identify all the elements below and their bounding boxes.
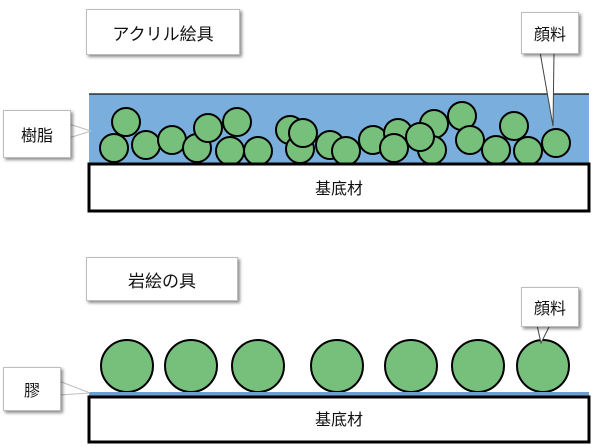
pigment-particle <box>384 339 438 393</box>
acrylic-pigment-particles <box>99 101 571 166</box>
pigment-particle <box>541 128 571 158</box>
substrate-bottom <box>87 395 591 444</box>
pigment-particle <box>379 133 409 163</box>
resin-label: 樹脂 <box>3 110 71 158</box>
pigment-particle <box>516 339 570 393</box>
pigment-particle <box>481 135 511 165</box>
glue-layer <box>89 392 589 398</box>
pigment-particle <box>131 130 161 160</box>
pigment-particle <box>111 107 141 137</box>
pigment-particle <box>513 136 543 166</box>
pigment-particle <box>455 125 485 155</box>
pigment-particle <box>499 111 529 141</box>
pigment-particle <box>310 339 364 393</box>
acrylic-paint-title: アクリル絵具 <box>86 9 240 55</box>
pigment-particle <box>222 107 252 137</box>
pigment-particle <box>215 136 245 166</box>
pigment-particle <box>231 339 285 393</box>
pigment-particle <box>100 339 154 393</box>
pigment-label-top: 顔料 <box>521 12 579 54</box>
pigment-particle <box>243 136 273 166</box>
pigment-particle <box>164 339 218 393</box>
mineral-paint-title: 岩絵の具 <box>86 257 238 301</box>
glue-label: 膠 <box>3 367 61 411</box>
pigment-particle <box>405 122 435 152</box>
pigment-particle <box>288 118 318 148</box>
glue-callout-pointer <box>58 380 91 396</box>
substrate-top <box>87 162 591 213</box>
pigment-label-bottom: 顔料 <box>521 287 579 327</box>
resin-callout-pointer <box>68 123 93 139</box>
pigment-particle <box>331 136 361 166</box>
pigment-particle <box>99 133 129 163</box>
substrate-label-bottom: 基底材 <box>315 410 363 429</box>
pigment-particle <box>157 125 187 155</box>
pigment-particle <box>193 113 223 143</box>
substrate-label-top: 基底材 <box>315 179 363 198</box>
mineral-pigment-particles <box>100 339 570 393</box>
pigment-particle <box>451 339 505 393</box>
